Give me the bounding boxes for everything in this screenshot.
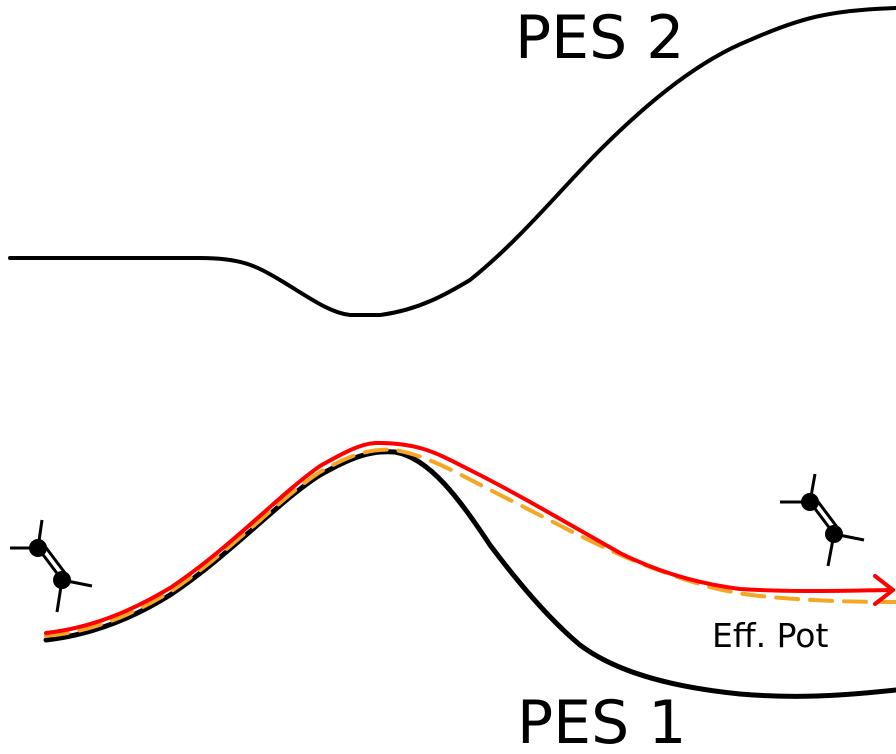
trajectory-curve [44,440,895,635]
eff-pot-label: Eff. Pot [712,616,828,655]
arrowhead-icon [873,574,895,606]
reactant-ethylene-molecule-icon [10,519,93,613]
effective-potential-curve [44,447,896,638]
pes1-label: PES 1 [517,688,686,754]
pes2-curve [8,6,896,317]
product-ethylene-molecule-icon [780,473,865,567]
pes1-curve [43,449,896,699]
pes2-label: PES 2 [515,3,684,73]
